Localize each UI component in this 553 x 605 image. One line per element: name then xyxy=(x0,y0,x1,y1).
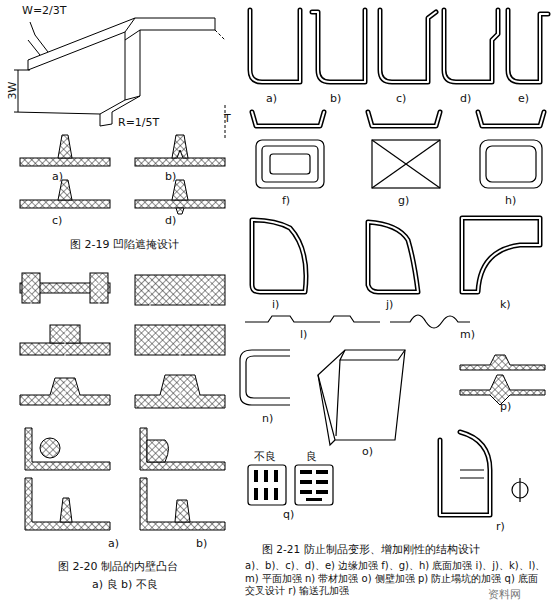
part-label: o) xyxy=(362,445,373,458)
part-label: e) xyxy=(518,92,529,105)
channel-3d xyxy=(14,18,225,140)
part-label: b) xyxy=(196,537,207,550)
part-label: d) xyxy=(460,92,471,105)
part-label: 不良 xyxy=(254,450,276,463)
part-label: d) xyxy=(165,214,176,227)
part-label: k) xyxy=(500,298,511,311)
part-label: g) xyxy=(398,194,409,207)
part-label: b) xyxy=(165,170,176,183)
part-label: m) xyxy=(460,328,475,341)
slots xyxy=(254,470,328,501)
part-label: 良 xyxy=(306,450,317,463)
part-label: W=2/3T xyxy=(22,4,67,17)
part-label: 3W xyxy=(6,82,19,100)
figure-caption: 图 2-20 制品的内壁凸台 xyxy=(58,560,178,573)
part-label: h) xyxy=(505,194,516,207)
part-outline xyxy=(250,10,548,515)
part-label: l) xyxy=(300,328,307,341)
part-outline-inner xyxy=(250,10,548,515)
part-label: a) xyxy=(52,170,63,183)
stiffener-drawings xyxy=(240,140,542,505)
part-label: p) xyxy=(500,400,511,413)
part-label: j) xyxy=(386,298,393,311)
figure-caption: 图 2-19 凹陷遮掩设计 xyxy=(70,238,179,251)
part-label: r) xyxy=(496,520,505,533)
part-label: c) xyxy=(396,92,406,105)
part-label: c) xyxy=(52,214,62,227)
part-label: b) xyxy=(330,92,341,105)
part-label: a) 良 b) 不良 xyxy=(92,578,158,591)
figure-caption: 图 2-21 防止制品变形、增加刚性的结构设计 xyxy=(262,543,480,556)
part-label: T xyxy=(224,112,231,125)
part-label: a) xyxy=(108,537,119,550)
part-label: n) xyxy=(262,412,273,425)
part-label: f) xyxy=(282,194,290,207)
part-label: R=1/5T xyxy=(118,116,159,129)
rib-sections xyxy=(20,135,545,530)
part-label: q) xyxy=(283,508,294,521)
part-label: a) xyxy=(266,92,277,105)
watermark: 资料网 xyxy=(488,588,521,601)
part-label: i) xyxy=(272,298,279,311)
hole-axis xyxy=(31,270,210,410)
